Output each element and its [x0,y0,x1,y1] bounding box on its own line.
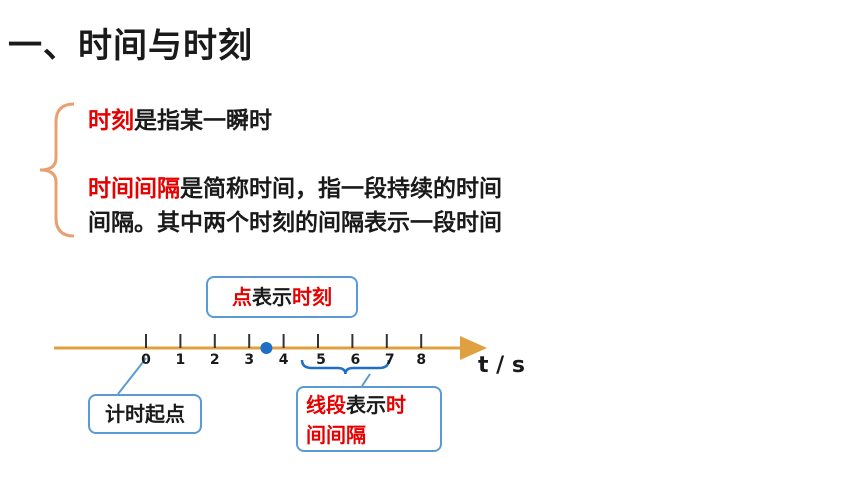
tick-label: 7 [384,352,395,368]
interval-description: 是简称时间，指一段持续的时间 [180,176,502,202]
axis-ticks [145,334,423,348]
moment-definition: 时刻是指某一瞬时 [88,104,272,138]
origin-callout: 计时起点 [88,394,202,434]
moment-point [260,342,273,354]
point-callout-term: 点 [232,285,252,309]
axis-unit-label: t / s [478,353,525,378]
moment-term: 时刻 [88,108,134,134]
segment-callout-verb: 表示 [346,393,386,417]
segment-brace [300,359,391,375]
tick-label: 1 [175,352,186,368]
segment-callout-concept-start: 时 [386,393,406,417]
tick-label: 8 [416,352,427,368]
curly-brace [39,102,75,238]
tick-label: 6 [350,352,361,368]
page-title: 一、时间与时刻 [8,26,253,66]
tick-label: 0 [141,352,151,368]
origin-pointer [117,357,147,395]
interval-definition-line1: 时间间隔是简称时间，指一段持续的时间 [88,172,502,206]
segment-callout-line2: 间间隔 [306,423,366,447]
point-callout-verb: 表示 [252,285,292,309]
tick-label: 4 [278,352,289,368]
point-callout: 点表示时刻 [206,276,358,318]
segment-callout: 线段表示时 间间隔 [296,386,442,452]
segment-callout-line1: 线段表示时 [306,390,440,420]
tick-label: 5 [316,352,326,368]
moment-description: 是指某一瞬时 [134,108,272,134]
segment-callout-term: 线段 [306,393,346,417]
segment-pointer [361,373,371,387]
tick-label: 3 [244,352,255,368]
interval-term: 时间间隔 [88,176,180,202]
tick-label: 2 [209,352,220,368]
interval-definition-line2: 间隔。其中两个时刻的间隔表示一段时间 [88,210,502,236]
point-callout-concept: 时刻 [292,285,332,309]
